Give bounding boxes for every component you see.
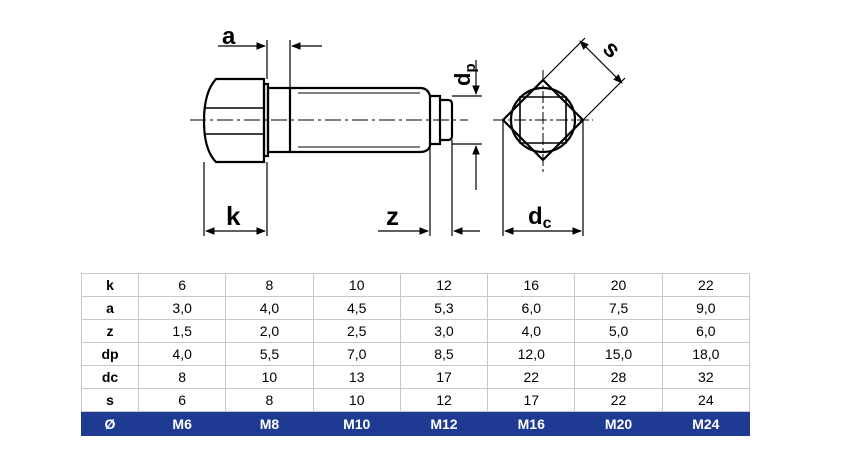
- table-cell: M20: [574, 411, 663, 436]
- table-cell: 12: [399, 273, 489, 297]
- row-label: k: [81, 273, 139, 297]
- table-cell: 8,5: [399, 342, 489, 366]
- table-cell: 6: [137, 273, 227, 297]
- row-label: Ø: [81, 411, 139, 436]
- table-cell: 22: [487, 365, 576, 389]
- table-cell: 10: [225, 365, 314, 389]
- table-cell: 13: [312, 365, 401, 389]
- label-s: s: [597, 35, 626, 64]
- table-cell: M6: [137, 411, 227, 436]
- row-label: s: [81, 388, 139, 412]
- table-cell: 12,0: [487, 342, 576, 366]
- table-cell: 5,0: [574, 319, 663, 343]
- table-cell: 8: [225, 273, 314, 297]
- table-cell: 22: [574, 388, 663, 412]
- table-cell: 18,0: [661, 342, 751, 366]
- table-cell: 3,0: [137, 296, 227, 320]
- technical-drawing: a k z dp dc s: [190, 23, 626, 236]
- table-cell: 28: [574, 365, 663, 389]
- table-cell: 6,0: [661, 319, 751, 343]
- table-cell: 16: [487, 273, 576, 297]
- table-cell: 12: [399, 388, 489, 412]
- table-cell: 17: [487, 388, 576, 412]
- table-cell: M16: [487, 411, 576, 436]
- table-cell: 15,0: [574, 342, 663, 366]
- table-cell: M12: [399, 411, 489, 436]
- row-label: dc: [81, 365, 139, 389]
- table-cell: 6,0: [487, 296, 576, 320]
- label-z: z: [386, 201, 399, 231]
- table-cell: 2,0: [225, 319, 314, 343]
- table-cell: 8: [225, 388, 314, 412]
- table-cell: 4,0: [225, 296, 314, 320]
- table-cell: 4,5: [312, 296, 401, 320]
- table-cell: M8: [225, 411, 314, 436]
- table-cell: 10: [312, 388, 401, 412]
- table-cell: 20: [574, 273, 663, 297]
- row-label: z: [81, 319, 139, 343]
- label-dp: dp: [450, 63, 479, 86]
- table-cell: 9,0: [661, 296, 751, 320]
- label-dc: dc: [528, 203, 552, 232]
- table-cell: 24: [661, 388, 751, 412]
- dim-s-line: [579, 40, 623, 84]
- table-cell: M10: [312, 411, 401, 436]
- table-cell: 2,5: [312, 319, 401, 343]
- table-cell: 4,0: [137, 342, 227, 366]
- table-cell: 10: [312, 273, 401, 297]
- label-k: k: [226, 201, 241, 231]
- label-a: a: [222, 23, 236, 50]
- table-cell: 6: [137, 388, 227, 412]
- svg-text:dp: dp: [450, 63, 479, 86]
- table-cell: 5,5: [225, 342, 314, 366]
- table-cell: 22: [661, 273, 751, 297]
- table-cell: 17: [399, 365, 489, 389]
- table-cell: 1,5: [137, 319, 227, 343]
- screw-side-view: [202, 77, 454, 164]
- table-cell: M24: [661, 411, 751, 436]
- table-cell: 8: [137, 365, 227, 389]
- table-cell: 7,5: [574, 296, 663, 320]
- table-cell: 32: [661, 365, 751, 389]
- row-label: dp: [81, 342, 139, 366]
- table-cell: 5,3: [399, 296, 489, 320]
- table-cell: 3,0: [399, 319, 489, 343]
- table-cell: 7,0: [312, 342, 401, 366]
- row-label: a: [81, 296, 139, 320]
- table-cell: 4,0: [487, 319, 576, 343]
